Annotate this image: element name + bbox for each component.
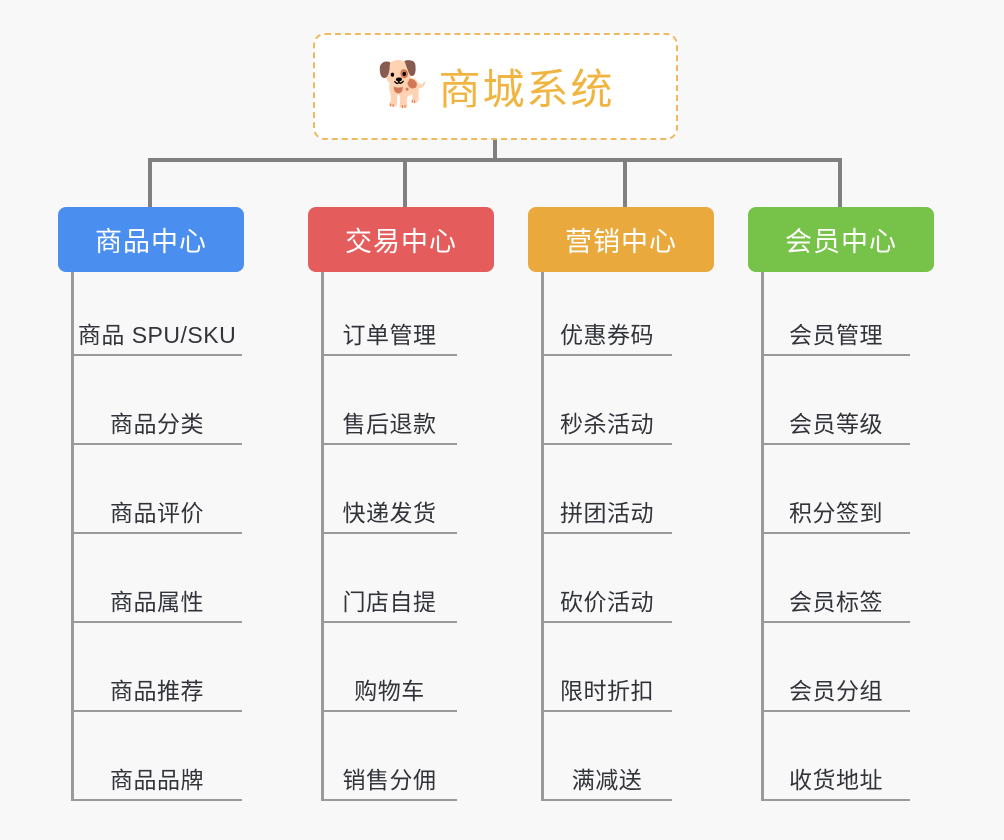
leaf-item[interactable]: 会员等级 [762, 381, 910, 445]
leaf-item-label: 秒杀活动 [560, 411, 654, 437]
leaf-item[interactable]: 优惠券码 [542, 292, 672, 356]
leaf-item[interactable]: 商品评价 [72, 470, 242, 534]
leaf-item[interactable]: 商品属性 [72, 559, 242, 623]
category-header-label: 交易中心 [345, 227, 457, 257]
category-header-trade-center[interactable]: 交易中心 [308, 207, 494, 272]
leaf-item[interactable]: 售后退款 [322, 381, 457, 445]
leaf-item-label: 积分签到 [789, 500, 883, 526]
leaf-item-label: 销售分佣 [342, 767, 437, 793]
leaf-item-label: 商品分类 [110, 411, 204, 437]
leaf-item[interactable]: 砍价活动 [542, 559, 672, 623]
leaf-item-label: 会员等级 [789, 411, 883, 437]
leaf-spine-product-center [71, 272, 74, 801]
leaf-spine-member-center [761, 272, 764, 801]
category-header-label: 商品中心 [95, 227, 207, 257]
leaf-item[interactable]: 商品推荐 [72, 648, 242, 712]
leaf-item[interactable]: 会员分组 [762, 648, 910, 712]
leaf-item-label: 砍价活动 [560, 589, 654, 615]
connector-drop-member-center [838, 158, 842, 207]
shiba-inu-dog-icon: 🐕 [376, 59, 432, 109]
root-node[interactable]: 🐕 商城系统 [313, 33, 678, 140]
leaf-item-label: 会员分组 [789, 678, 883, 704]
leaf-item-label: 商品属性 [110, 589, 204, 615]
leaf-item[interactable]: 门店自提 [322, 559, 457, 623]
connector-drop-marketing-center [623, 158, 627, 207]
leaf-item[interactable]: 会员标签 [762, 559, 910, 623]
leaf-item-label: 拼团活动 [560, 500, 654, 526]
leaf-item-label: 订单管理 [342, 322, 437, 348]
category-header-member-center[interactable]: 会员中心 [748, 207, 934, 272]
leaf-item-label: 门店自提 [342, 589, 437, 615]
leaf-item-label: 优惠券码 [560, 322, 654, 348]
leaf-item[interactable]: 会员管理 [762, 292, 910, 356]
leaf-item[interactable]: 购物车 [322, 648, 457, 712]
leaf-item-label: 会员标签 [789, 589, 883, 615]
leaf-item-label: 快递发货 [342, 500, 437, 526]
connector-drop-trade-center [403, 158, 407, 207]
leaf-item[interactable]: 商品品牌 [72, 737, 242, 801]
connector-root-stem [493, 140, 497, 162]
leaf-item[interactable]: 订单管理 [322, 292, 457, 356]
leaf-item-label: 会员管理 [789, 322, 883, 348]
category-header-marketing-center[interactable]: 营销中心 [528, 207, 714, 272]
leaf-item[interactable]: 商品分类 [72, 381, 242, 445]
leaf-item-label: 商品品牌 [110, 767, 204, 793]
leaf-item-label: 满减送 [571, 767, 643, 793]
leaf-item-label: 限时折扣 [560, 678, 654, 704]
category-header-product-center[interactable]: 商品中心 [58, 207, 244, 272]
connector-horizontal-bus [148, 158, 838, 162]
connector-drop-product-center [148, 158, 152, 207]
category-header-label: 会员中心 [785, 227, 897, 257]
leaf-item-label: 购物车 [354, 678, 425, 704]
leaf-item-label: 收货地址 [789, 767, 883, 793]
leaf-spine-trade-center [321, 272, 324, 801]
leaf-item[interactable]: 限时折扣 [542, 648, 672, 712]
category-header-label: 营销中心 [565, 227, 677, 257]
leaf-spine-marketing-center [541, 272, 544, 801]
leaf-item-label: 售后退款 [342, 411, 437, 437]
leaf-item[interactable]: 满减送 [542, 737, 672, 801]
leaf-item-label: 商品评价 [110, 500, 204, 526]
leaf-item[interactable]: 销售分佣 [322, 737, 457, 801]
leaf-item[interactable]: 秒杀活动 [542, 381, 672, 445]
leaf-item[interactable]: 商品 SPU/SKU [72, 292, 242, 356]
leaf-item[interactable]: 快递发货 [322, 470, 457, 534]
leaf-item[interactable]: 收货地址 [762, 737, 910, 801]
leaf-item[interactable]: 积分签到 [762, 470, 910, 534]
leaf-item-label: 商品 SPU/SKU [77, 322, 237, 348]
root-title: 商城系统 [438, 66, 615, 113]
leaf-item[interactable]: 拼团活动 [542, 470, 672, 534]
leaf-item-label: 商品推荐 [110, 678, 204, 704]
